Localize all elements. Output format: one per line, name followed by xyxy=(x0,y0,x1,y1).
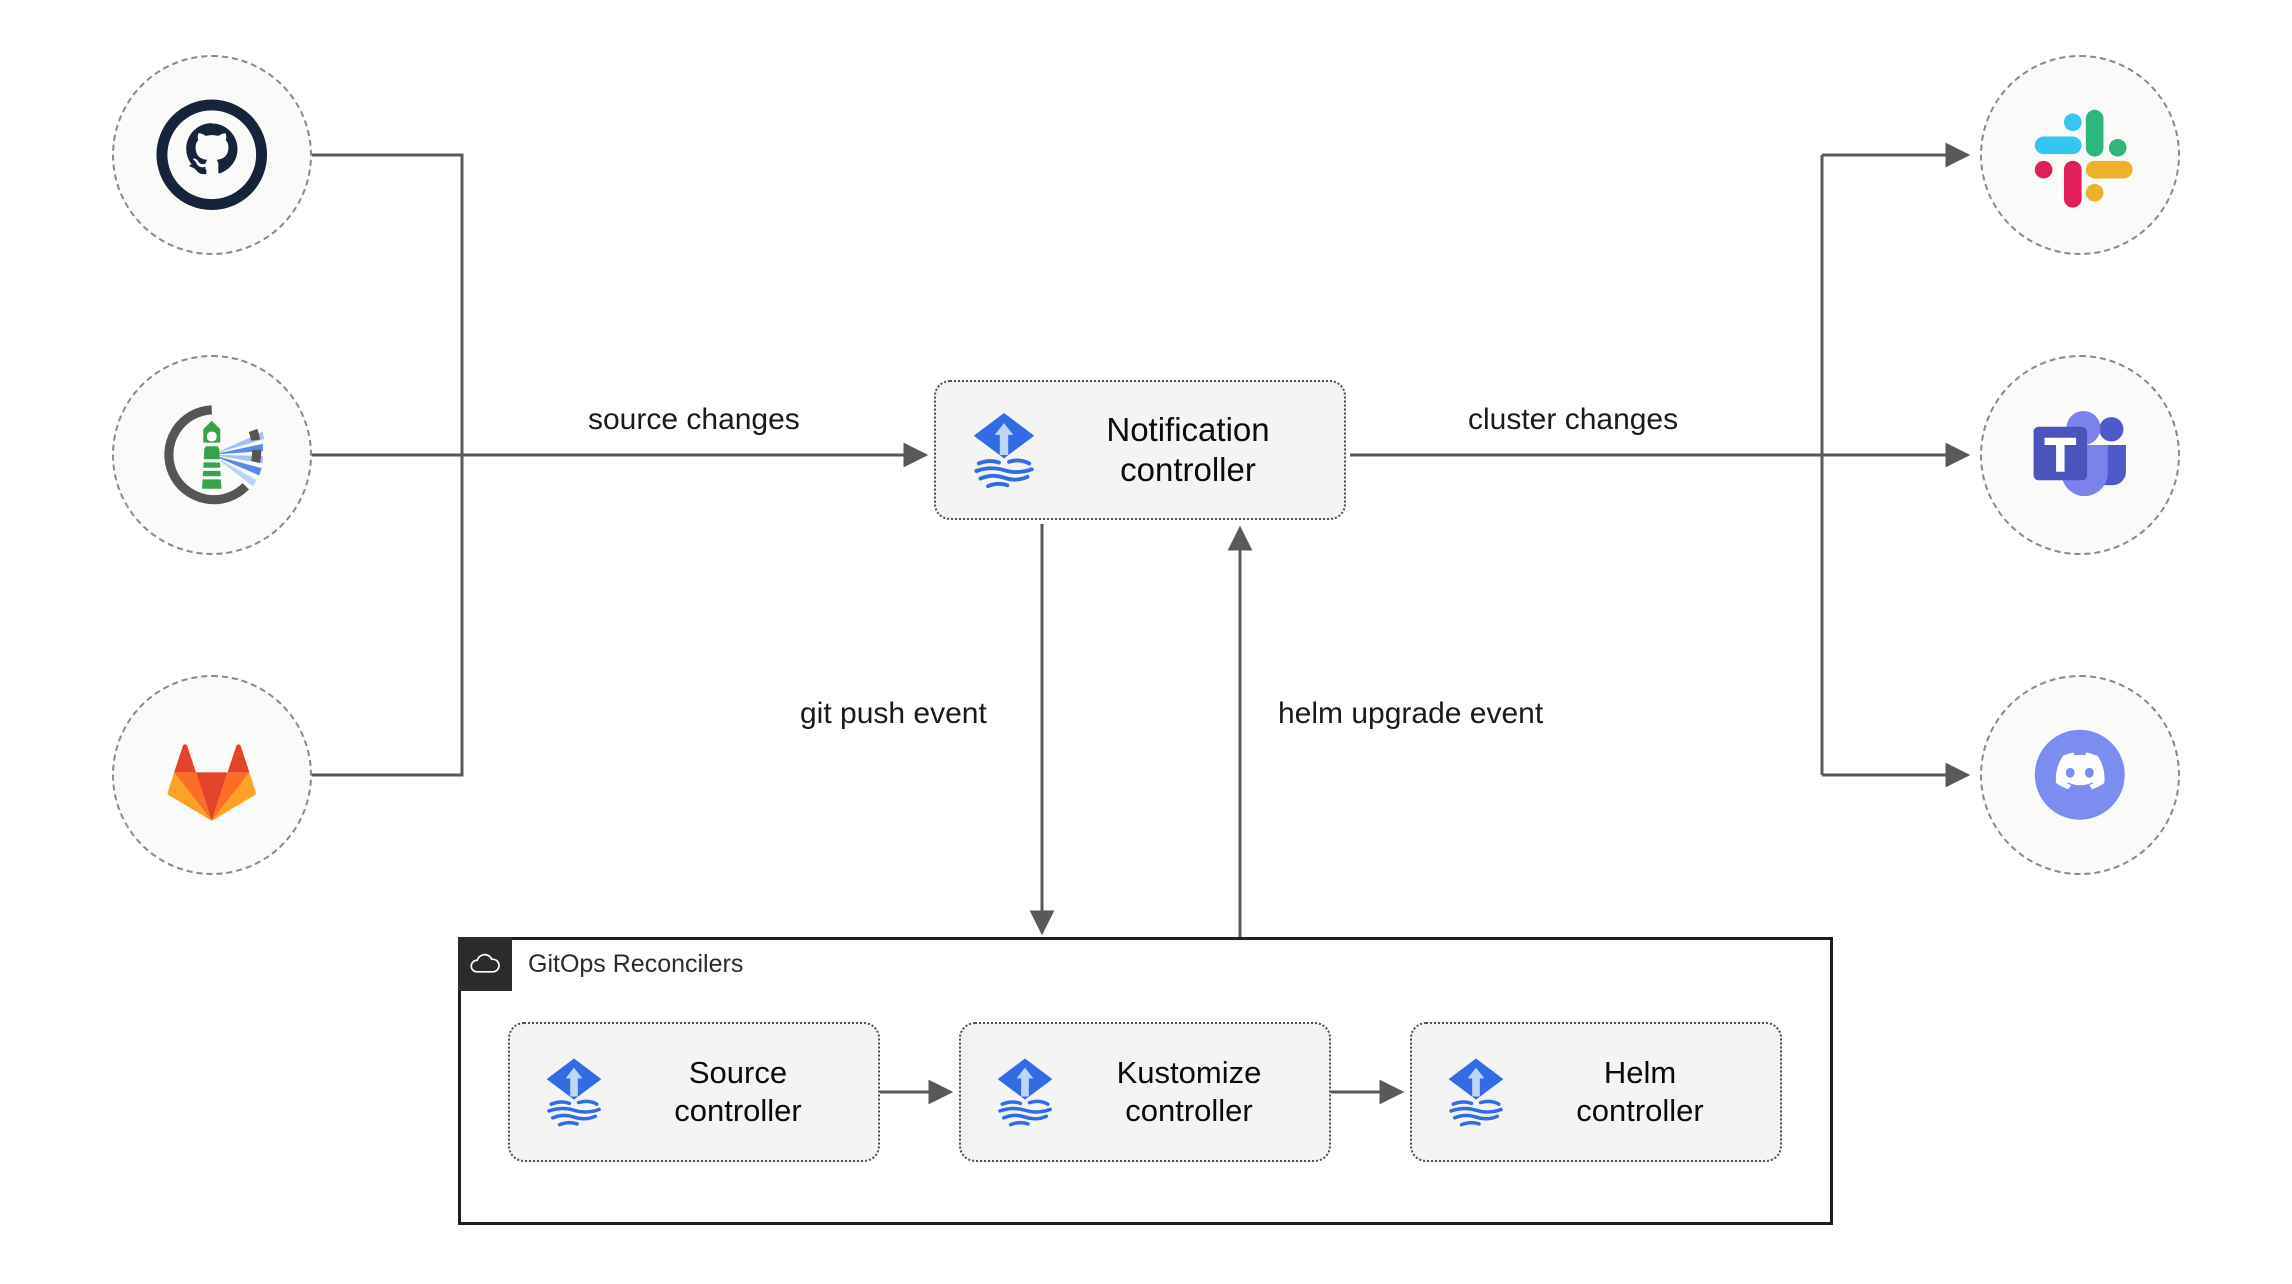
gitlab-icon xyxy=(151,714,273,836)
helm-controller-label: Helm controller xyxy=(1576,1055,1704,1128)
target-node-slack[interactable] xyxy=(1980,55,2180,255)
edge-github-trunk xyxy=(312,153,464,455)
target-node-discord[interactable] xyxy=(1980,675,2180,875)
source-node-github[interactable] xyxy=(112,55,312,255)
kustomize-controller-label: Kustomize controller xyxy=(1116,1055,1262,1128)
edge-gitlab-trunk xyxy=(312,455,464,777)
target-node-teams[interactable] xyxy=(1980,355,2180,555)
slack-icon xyxy=(2019,94,2141,216)
source-node-gitlab[interactable] xyxy=(112,675,312,875)
flux-cd-icon xyxy=(962,408,1046,492)
helm-controller-node[interactable]: Helm controller xyxy=(1410,1022,1782,1162)
notification-controller-label: Notification controller xyxy=(1106,410,1270,488)
gitops-reconcilers-title: GitOps Reconcilers xyxy=(528,949,744,978)
teams-icon xyxy=(2019,394,2141,516)
kustomize-controller-node[interactable]: Kustomize controller xyxy=(959,1022,1331,1162)
github-icon xyxy=(151,94,273,216)
gitops-reconcilers-container xyxy=(458,937,1833,1225)
flux-cd-icon xyxy=(987,1054,1063,1130)
flux-cd-icon xyxy=(1438,1054,1514,1130)
notification-controller-node[interactable]: Notification controller xyxy=(934,380,1346,520)
gitops-reconcilers-header: GitOps Reconcilers xyxy=(458,937,743,991)
edge-label-cluster-changes: cluster changes xyxy=(1458,400,1689,440)
source-controller-label: Source controller xyxy=(674,1055,802,1128)
discord-icon xyxy=(2019,714,2141,836)
source-node-flux[interactable] xyxy=(112,355,312,555)
edge-label-helm-upgrade: helm upgrade event xyxy=(1268,694,1554,734)
flux-lighthouse-icon xyxy=(151,394,273,516)
edge-label-source-changes: source changes xyxy=(578,400,810,440)
source-controller-node[interactable]: Source controller xyxy=(508,1022,880,1162)
flux-cd-icon xyxy=(536,1054,612,1130)
cloud-icon xyxy=(458,937,512,991)
edge-label-git-push: git push event xyxy=(790,694,997,734)
